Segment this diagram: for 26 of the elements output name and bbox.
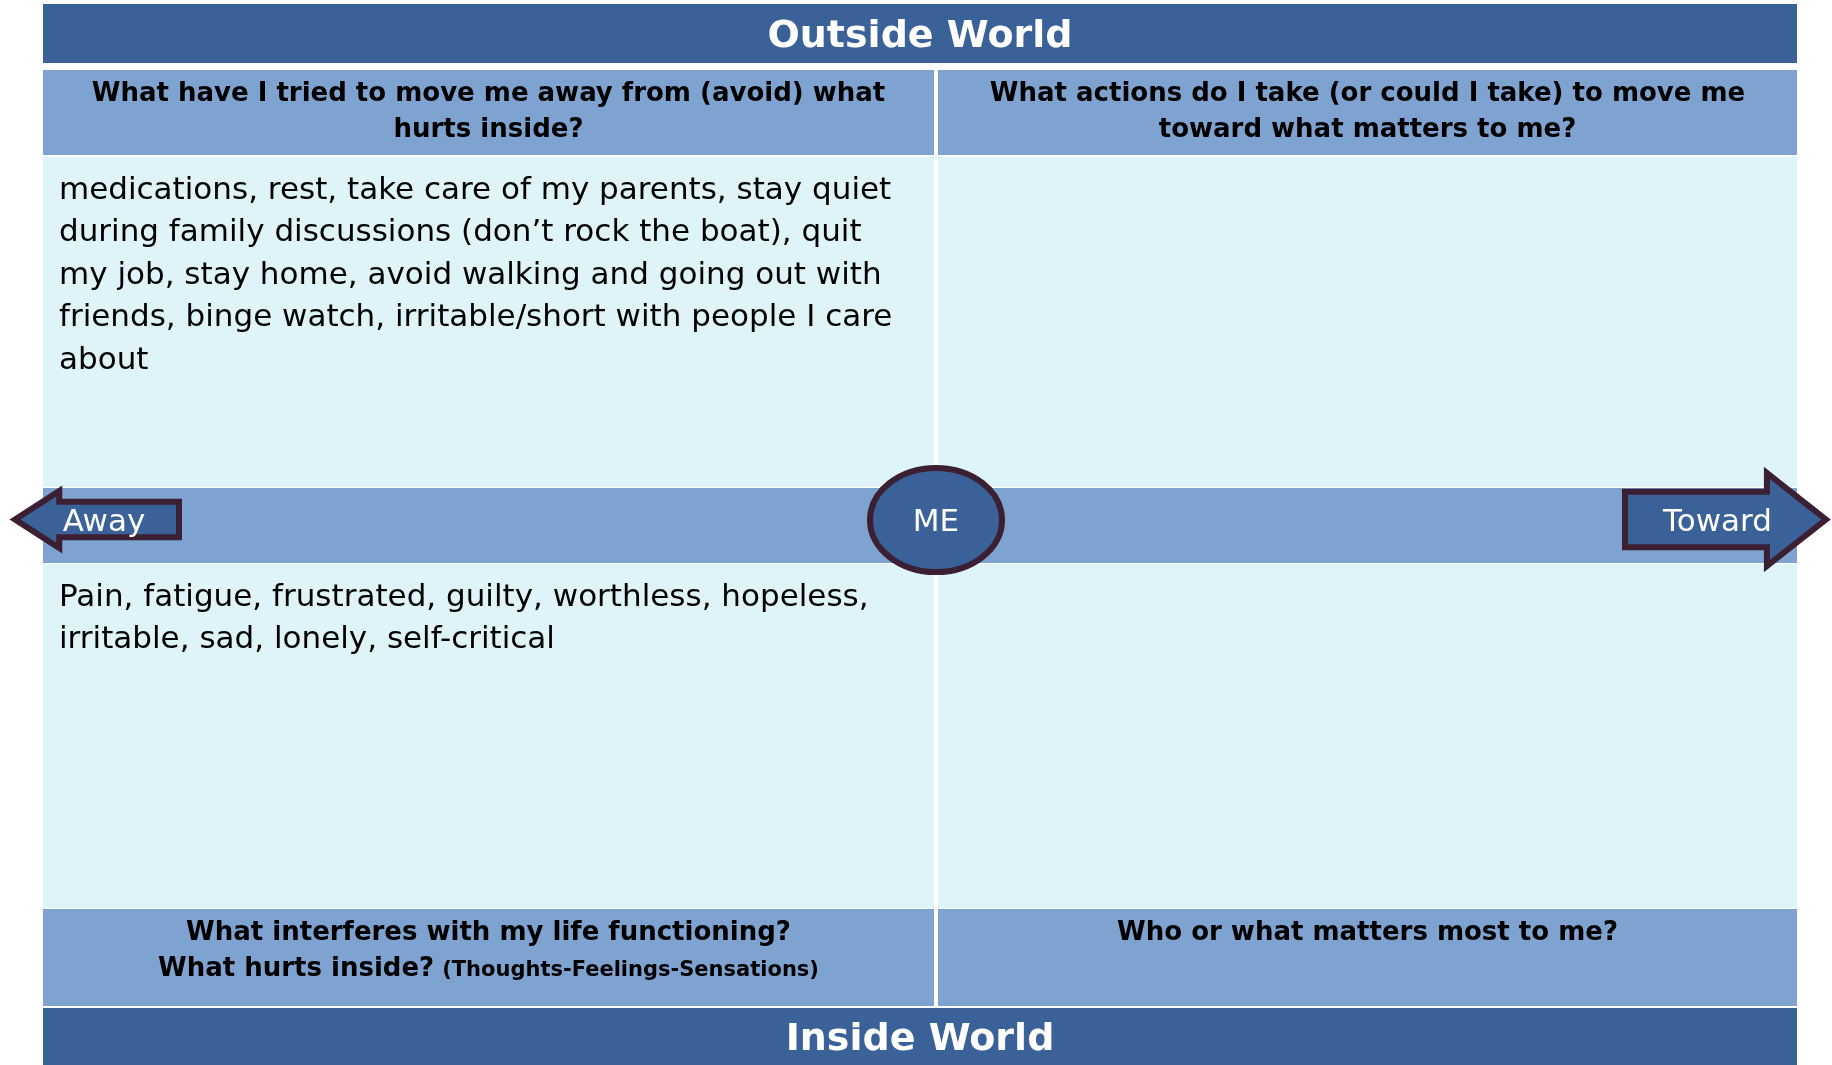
direction-arrow-shape [12,488,182,551]
header-cell [43,70,934,155]
header-text: What interferes with my life functioning? [185,915,792,948]
shape-label: Toward [1663,501,1773,538]
title-bar [43,1008,1797,1065]
header-text: Who or what matters most to me? [1117,916,1618,946]
header-cell [43,909,934,1006]
title-text: Outside World [767,11,1073,56]
body-text: Pain, fatigue, frustrated, guilty, worthless, hopeless, irritable, sad, lonely, self-critical [59,576,870,658]
quadrant-panel [938,564,1797,908]
header-cell [938,909,1797,1006]
title-bar [43,4,1797,63]
shape-label: Away [61,501,146,538]
header-text: What hurts inside? [158,952,435,983]
quadrant-panel [938,157,1797,487]
center-ellipse [866,464,1006,576]
header-text: What have I tried to move me away from (avoid) what hurts inside? [91,77,886,144]
header-text: What actions do I take (or could I take) to move me toward what matters to me? [989,77,1746,144]
shape-label: ME [912,502,960,538]
body-text: medications, rest, take care of my parents, stay quiet during family discussions (don’t rock the boat), quit my job, stay home, avoid walking and going out with friends, binge watch, irritable/short with people I care about [59,169,894,378]
header-text: (Thoughts-Feelings-Sensations) [442,957,819,982]
header-cell [938,70,1797,155]
title-text: Inside World [785,1014,1055,1059]
quadrant-panel [43,157,934,487]
direction-arrow-shape [1622,470,1829,569]
quadrant-panel [43,564,934,908]
